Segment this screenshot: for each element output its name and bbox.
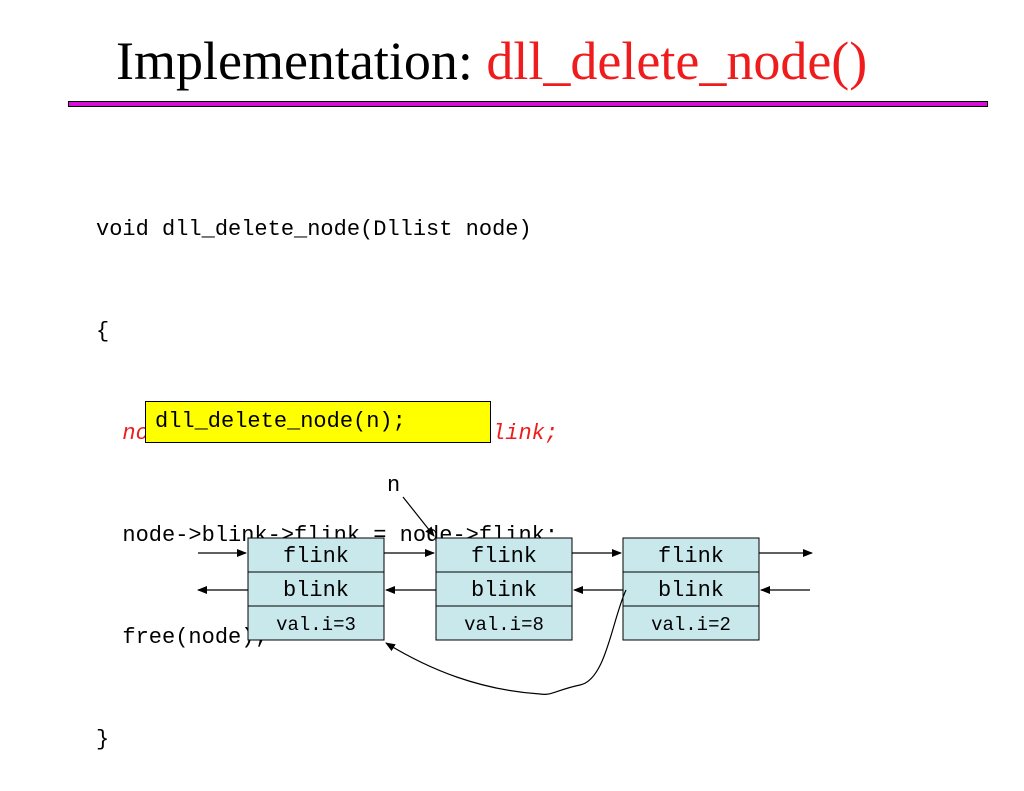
node-3-blink-cell bbox=[622, 571, 760, 607]
list-node-1: flink blink val.i=3 bbox=[247, 537, 385, 641]
title-prefix: Implementation: bbox=[116, 31, 487, 91]
node-2-blink-label: blink bbox=[471, 578, 537, 603]
title-function-name: dll_delete_node() bbox=[486, 31, 868, 91]
code-line-close-brace: } bbox=[96, 727, 110, 752]
code-line-free: free(node); bbox=[96, 625, 268, 650]
node-3-blink-label: blink bbox=[658, 578, 724, 603]
node-1-blink-cell bbox=[247, 571, 385, 607]
code-line-signature: void dll_delete_node(Dllist node) bbox=[96, 217, 532, 242]
node-1-blink-label: blink bbox=[283, 578, 349, 603]
pointer-label-n: n bbox=[387, 473, 400, 498]
list-node-3: flink blink val.i=2 bbox=[622, 537, 760, 641]
list-node-2: flink blink val.i=8 bbox=[435, 537, 573, 641]
title-underline bbox=[68, 101, 988, 107]
node-2-flink-label: flink bbox=[471, 544, 537, 569]
slide-title: Implementation: dll_delete_node() bbox=[116, 26, 867, 96]
relinked-blink-arrow bbox=[385, 589, 627, 695]
code-line-open-brace: { bbox=[96, 319, 110, 344]
node-2-value-label: val.i=8 bbox=[464, 614, 544, 636]
node-3-flink-cell bbox=[622, 537, 760, 573]
node-3-value-cell bbox=[622, 605, 760, 641]
node-2-value-cell bbox=[435, 605, 573, 641]
pointer-n-arrow bbox=[402, 496, 435, 537]
linked-list-diagram: n flink blink val.i=3 flink blink val.i=… bbox=[197, 473, 813, 695]
node-1-flink-cell bbox=[247, 537, 385, 573]
node-1-value-label: val.i=3 bbox=[276, 614, 356, 636]
node-1-value-cell bbox=[247, 605, 385, 641]
node-2-blink-cell bbox=[435, 571, 573, 607]
node-3-flink-label: flink bbox=[658, 544, 724, 569]
node-3-value-label: val.i=2 bbox=[651, 614, 731, 636]
function-call-box: dll_delete_node(n); bbox=[145, 401, 491, 443]
node-2-flink-cell bbox=[435, 537, 573, 573]
node-1-flink-label: flink bbox=[283, 544, 349, 569]
